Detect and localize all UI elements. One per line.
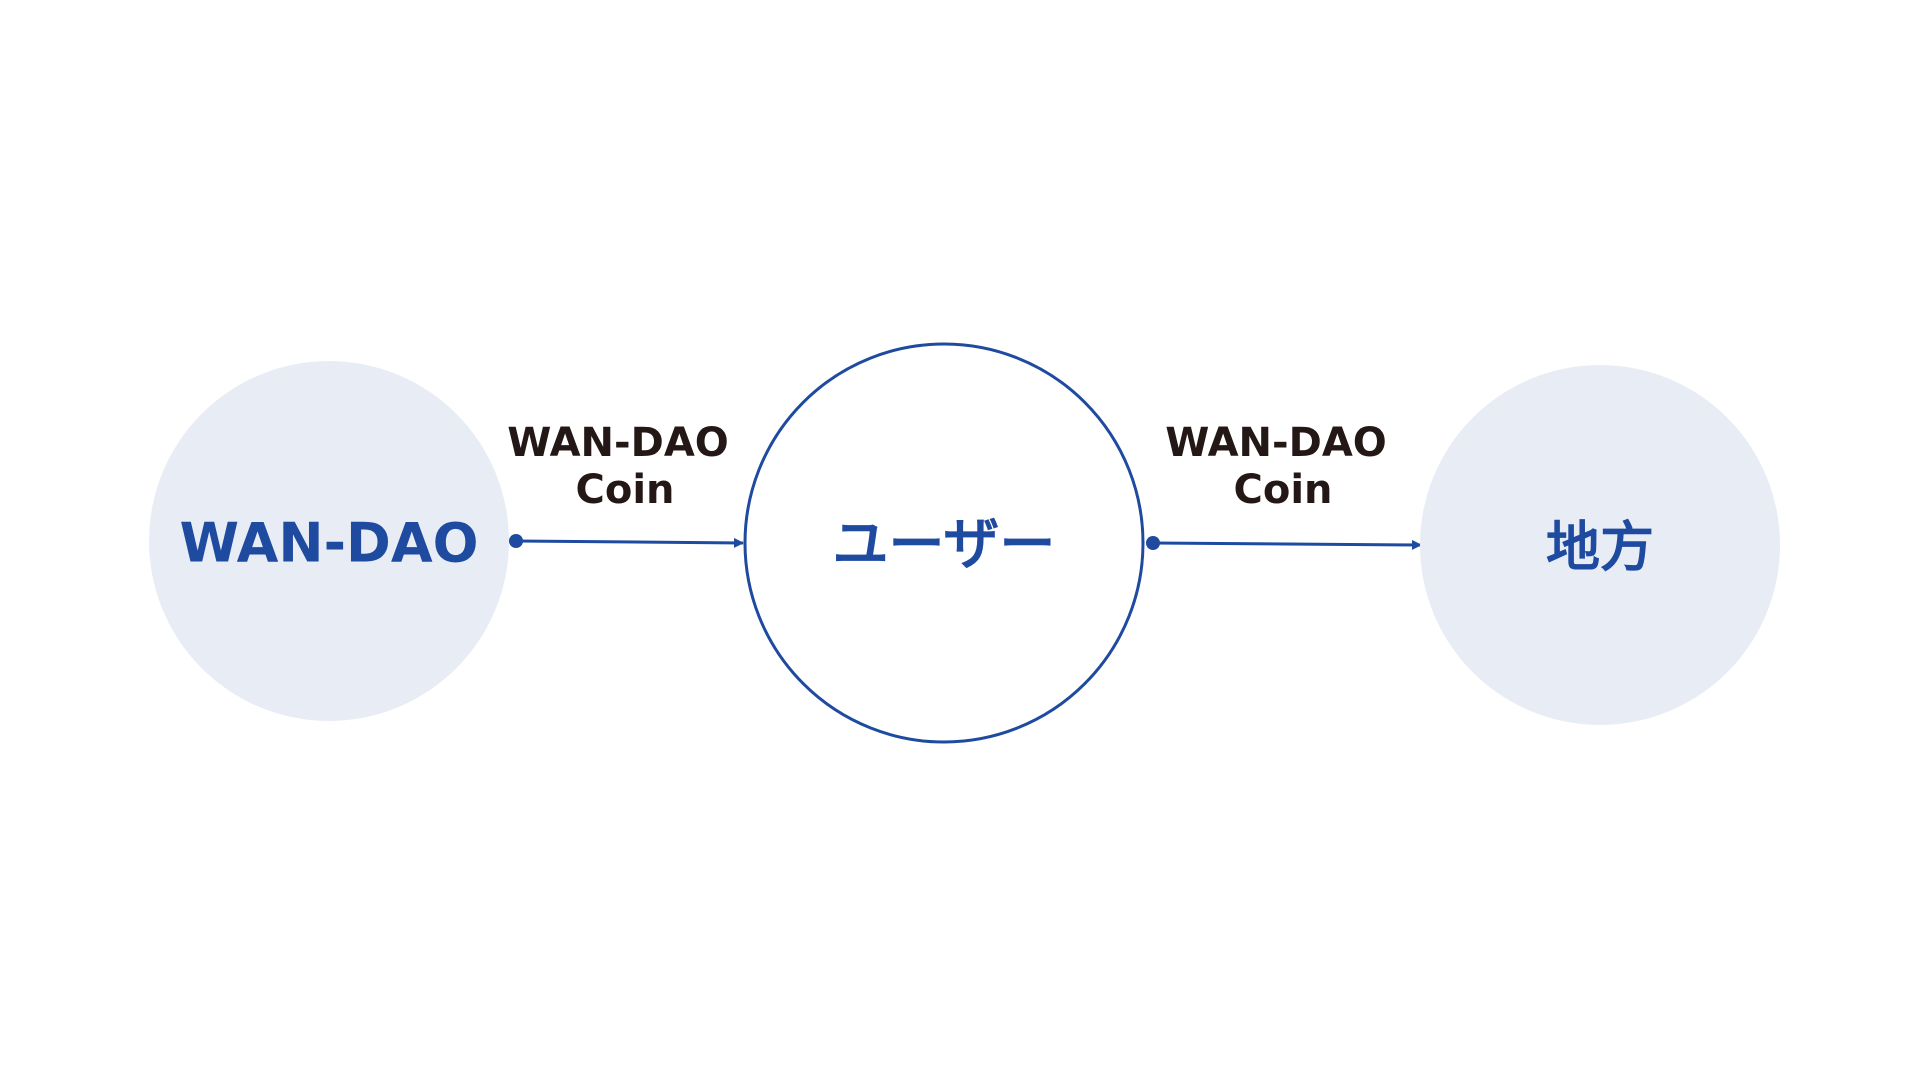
edge-left-label-line1: WAN-DAO [507, 420, 729, 466]
node-wan-dao: WAN-DAO [149, 361, 509, 721]
edge-wan-dao-to-user: WAN-DAO Coin [507, 420, 744, 548]
node-user: ユーザー [743, 342, 1145, 744]
node-region: 地方 [1420, 365, 1780, 725]
edge-left-label-line2: Coin [575, 467, 674, 513]
edge-right-label-line2: Coin [1233, 467, 1332, 513]
edge-left-arrow [515, 537, 744, 548]
edge-user-to-region: WAN-DAO Coin [1146, 420, 1422, 550]
node-region-label: 地方 [1546, 516, 1654, 579]
edge-right-arrow [1152, 539, 1422, 550]
node-user-label: ユーザー [833, 513, 1056, 578]
edge-left-label: WAN-DAO Coin [507, 420, 742, 513]
node-region-circle [1420, 365, 1780, 725]
node-user-circle [743, 342, 1145, 744]
node-wan-dao-label: WAN-DAO [179, 512, 478, 575]
node-wan-dao-circle [149, 361, 509, 721]
edge-right-label: WAN-DAO Coin [1165, 420, 1400, 513]
edge-right-label-line1: WAN-DAO [1165, 420, 1387, 466]
